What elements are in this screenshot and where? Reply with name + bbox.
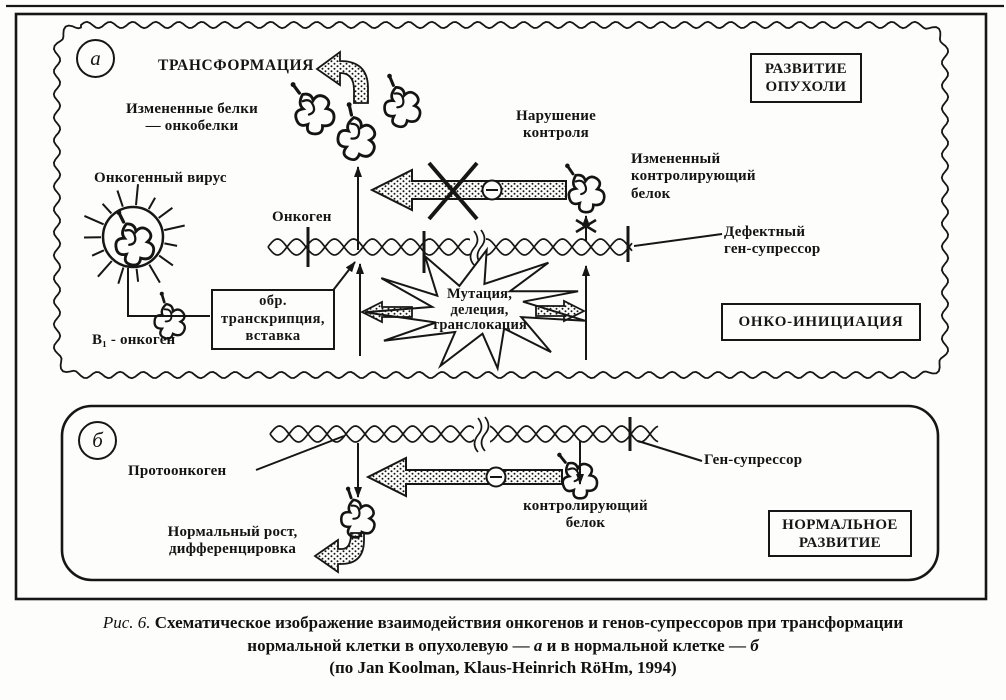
dna-break-gap-b (474, 416, 490, 452)
insertion-arrow (330, 261, 356, 294)
control-arrow-a (369, 168, 567, 212)
oncogene-label: Онкоген (272, 209, 332, 225)
oncogenic-virus-label: Онкогенный вирус (94, 170, 227, 186)
mutation-burst-label: Мутация, делеция, транслокация (431, 286, 528, 334)
virus-icon (83, 184, 185, 285)
mutation-starburst (364, 246, 586, 372)
dna-ticks-a (306, 226, 630, 273)
virus-to-box-line (127, 268, 210, 317)
control-arrow-cross (427, 161, 479, 221)
defective-suppressor-label: Дефектный ген-супрессор (724, 224, 821, 258)
protooncogene-pointer (255, 435, 345, 471)
caption-italic-b: б (750, 635, 759, 655)
mutation-right-arrow (535, 299, 587, 323)
outer-border (14, 12, 988, 601)
caption-text-2b: и в нормальной клетке — (542, 635, 751, 655)
caption-line-2: нормальной клетки в опухолевую — а и в н… (0, 635, 1006, 658)
normal-growth-label: Нормальный рост, дифференцировка (167, 524, 298, 558)
normal-development-box: НОРМАЛЬНОЕ РАЗВИТИЕ (768, 510, 912, 557)
defective-suppressor-pointer (633, 233, 723, 247)
section-a-marker: а (76, 39, 115, 78)
controlling-protein-label: контролирующий белок (523, 498, 648, 532)
connector-lines (127, 166, 723, 498)
figure-caption: Рис. 6. Схематическое изображение взаимо… (0, 612, 1006, 680)
caption-italic-a: а (533, 635, 543, 655)
caption-line-1: Рис. 6. Схематическое изображение взаимо… (0, 612, 1006, 635)
oncoprotein-icon-2 (331, 99, 386, 166)
changed-proteins-label: Измененные белки — онкобелки (126, 101, 258, 135)
normal-growth-arrow-icon (313, 532, 365, 574)
section-b-marker: б (78, 421, 117, 460)
dna-helix-a (267, 238, 633, 256)
section-a-marker-letter: а (90, 46, 101, 70)
tumor-development-box: РАЗВИТИЕ ОПУХОЛИ (750, 53, 862, 103)
section-b-marker-letter: б (92, 428, 103, 452)
caption-text-2a: нормальной клетки в опухолевую — (247, 635, 534, 655)
caption-line-3: (по Jan Koolman, Klaus-Heinrich RöHm, 19… (329, 658, 677, 678)
caption-text-1: Схематическое изображение взаимодействия… (154, 613, 904, 632)
gene-suppressor-label: Ген-супрессор (704, 452, 803, 468)
b1-oncogene-label: В₁ - онкоген (92, 332, 176, 348)
blocked-arrow-cross (575, 218, 597, 234)
dna-break-a (469, 229, 486, 266)
gene-suppressor-pointer (637, 440, 703, 462)
normal-protein-icon (337, 484, 381, 542)
section-a-border (52, 20, 950, 380)
transformation-label: ТРАНСФОРМАЦИЯ (158, 57, 314, 74)
control-violation-label: Нарушение контроля (516, 108, 596, 142)
protooncogene-label: Протоонкоген (128, 463, 227, 479)
section-b-border (60, 404, 940, 582)
dna-helix-b (269, 425, 659, 443)
oncoprotein-icon-3 (381, 72, 425, 130)
reverse-transcription-box: обр. транскрипция, вставка (211, 289, 335, 350)
figure-number: Рис. 6. (102, 613, 151, 632)
mutation-left-arrow (359, 300, 413, 324)
transformation-arrow-icon (315, 50, 369, 104)
oncoprotein-icon-1 (288, 74, 339, 139)
changed-control-protein-label: Измененный контролирующий белок (631, 151, 756, 202)
changed-control-protein-icon (562, 157, 608, 216)
control-arrow-b (365, 456, 563, 498)
onco-initiation-box: ОНКО-ИНИЦИАЦИЯ (721, 303, 921, 341)
dna-break-b (473, 416, 490, 453)
